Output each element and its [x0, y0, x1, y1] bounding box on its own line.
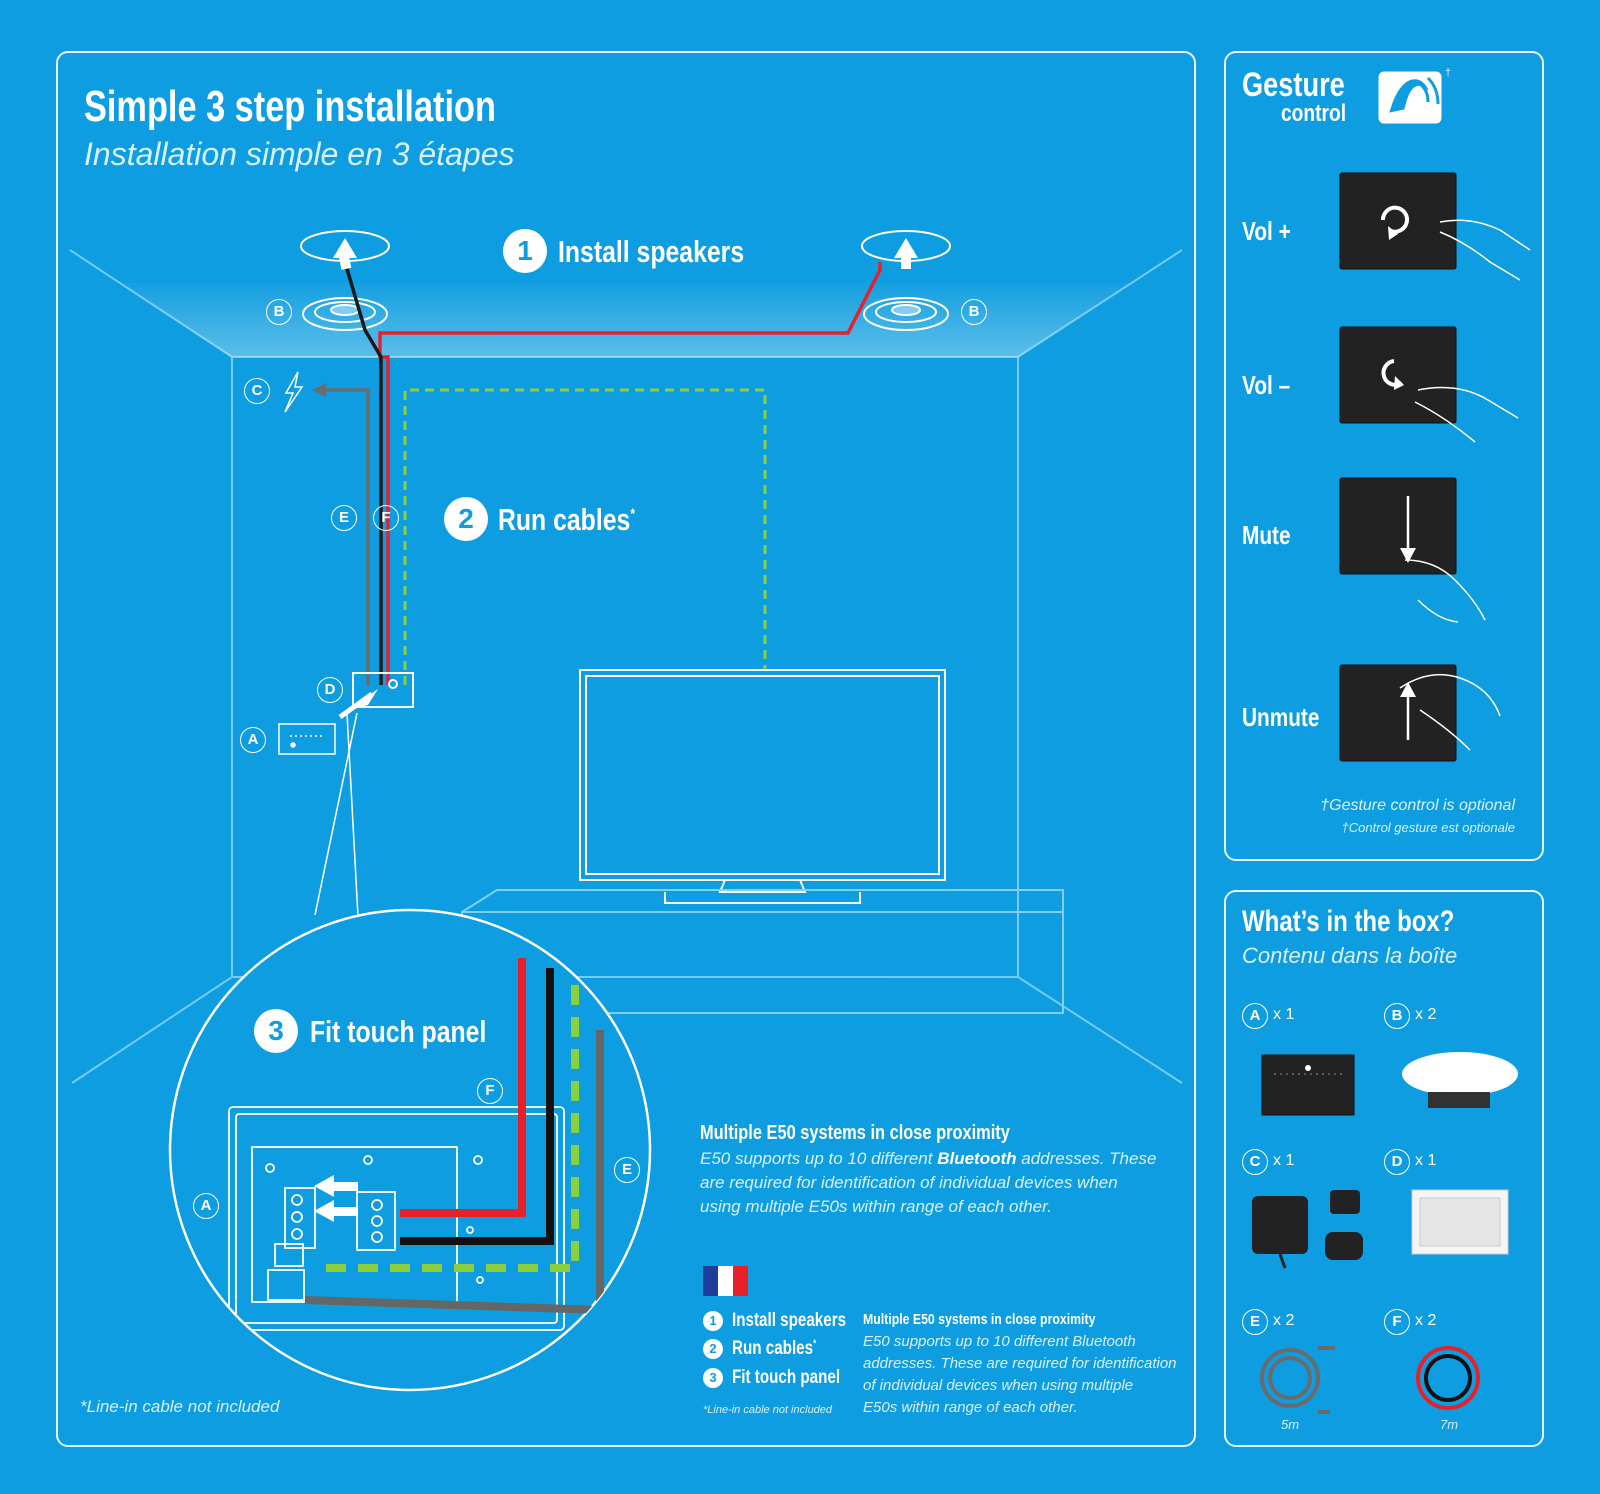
fr-proximity-line: of individual devices when using multipl… [863, 1377, 1134, 1394]
step-label: Run cables* [498, 502, 635, 538]
box-qty: x 2 [1273, 1312, 1295, 1329]
fr-proximity-line: addresses. These are required for identi… [863, 1355, 1177, 1372]
fr-step-number: 1 [703, 1311, 723, 1331]
fr-footnote: *Line-in cable not included [703, 1404, 833, 1416]
marker-a: A [240, 727, 266, 753]
step-label-text: Run cables [498, 502, 631, 537]
box-letter: C [1242, 1149, 1268, 1175]
box-item-touch-panel [1261, 1054, 1355, 1116]
gesture-label-mute: Mute [1242, 520, 1291, 550]
backbox-d [352, 672, 414, 708]
step-number: 2 [444, 497, 488, 541]
box-item-cable-f [1416, 1346, 1480, 1410]
box-qty: x 2 [1415, 1312, 1437, 1329]
fr-step-number: 2 [703, 1339, 723, 1359]
grey-cable-arrow [312, 383, 326, 397]
marker-b-right: B [961, 299, 987, 325]
arrow-up-icon [333, 238, 357, 270]
gesture-label-unmute: Unmute [1242, 702, 1320, 732]
gesture-device-volup [1339, 172, 1531, 281]
fr-step-label: Install speakers [732, 1310, 847, 1331]
marker-f: F [373, 505, 399, 531]
box-letter: A [1242, 1003, 1268, 1029]
footnote-mark: * [630, 505, 635, 523]
box-qty: x 2 [1415, 1006, 1437, 1023]
tv [579, 669, 946, 904]
box-qty: x 1 [1273, 1152, 1295, 1169]
gesture-panel [1224, 51, 1544, 861]
fr-step-text: Run cables [732, 1338, 814, 1359]
footnote-mark: * [813, 1338, 817, 1350]
gesture-note: †Gesture control is optional [1320, 797, 1515, 814]
box-length: 7m [1440, 1417, 1459, 1432]
gesture-mark: † [1445, 67, 1452, 79]
gesture-label-volup: Vol + [1242, 216, 1291, 246]
zoom-green-cable [315, 985, 579, 1272]
fr-step-number: 3 [703, 1368, 723, 1388]
box-letter: E [1242, 1309, 1268, 1335]
box-length: 5m [1281, 1417, 1300, 1432]
marker-e: E [331, 505, 357, 531]
box-qty: x 1 [1415, 1152, 1437, 1169]
touch-panel-small [278, 723, 336, 755]
connector-arrows [314, 1175, 358, 1222]
box-item-backbox [1411, 1189, 1509, 1255]
proximity-line: using multiple E50s within range of each… [700, 1197, 1052, 1216]
zoom-black-cable [400, 968, 554, 1245]
fr-step-label: Fit touch panel [732, 1367, 841, 1388]
box-item-cable-e [1260, 1346, 1335, 1414]
installation-panel [56, 51, 1196, 1447]
footnote: *Line-in cable not included [80, 1397, 280, 1416]
box-qty: x 1 [1273, 1006, 1295, 1023]
grey-cable-route [325, 388, 370, 685]
box-panel [1224, 890, 1544, 1447]
proximity-line: E50 supports up to 10 different Bluetoot… [700, 1149, 1156, 1169]
box-letter: F [1384, 1309, 1410, 1335]
bluetooth-text: Bluetooth [937, 1149, 1017, 1168]
gesture-title: Gesture [1242, 66, 1345, 104]
step-label: Install speakers [558, 234, 745, 269]
marker-d: D [317, 677, 343, 703]
french-flag-icon [703, 1266, 748, 1296]
box-item-speaker [1402, 1052, 1518, 1108]
gesture-hand-icon [1377, 70, 1443, 125]
page-subtitle: Installation simple en 3 étapes [84, 136, 515, 172]
fr-proximity-line: E50s within range of each other. [863, 1399, 1078, 1416]
pointer-arrow [338, 689, 378, 720]
gesture-device-voldown [1339, 326, 1519, 443]
proximity-text: addresses. These [1016, 1149, 1157, 1168]
gesture-note-fr: †Control gesture est optionale [1341, 820, 1515, 835]
step-number: 3 [254, 1009, 298, 1053]
room-outline [69, 249, 1183, 1084]
proximity-line: are required for identification of indiv… [700, 1173, 1118, 1192]
fr-proximity-title: Multiple E50 systems in close proximity [863, 1311, 1096, 1328]
gesture-device-unmute [1339, 664, 1501, 762]
red-cable-route [378, 262, 882, 685]
step-label: Fit touch panel [310, 1014, 487, 1049]
box-letter: B [1384, 1003, 1410, 1029]
gesture-device-mute [1339, 477, 1486, 623]
fr-step-label: Run cables* [732, 1338, 816, 1360]
marker-f-zoom: F [477, 1078, 503, 1104]
box-item-power-adapter [1252, 1190, 1363, 1269]
box-subtitle: Contenu dans la boîte [1242, 943, 1458, 968]
gesture-label-voldown: Vol – [1242, 370, 1291, 400]
power-bolt-icon [284, 371, 304, 413]
zoom-red-cable [400, 958, 526, 1217]
gesture-title-2: control [1281, 100, 1347, 127]
marker-a-zoom: A [193, 1193, 219, 1219]
fr-proximity-line: E50 supports up to 10 different Bluetoot… [863, 1333, 1136, 1350]
page-title: Simple 3 step installation [84, 82, 496, 131]
proximity-text: E50 supports up to 10 different [700, 1149, 938, 1168]
arrow-up-icon [894, 238, 918, 269]
box-letter: D [1384, 1149, 1410, 1175]
box-title: What’s in the box? [1242, 905, 1455, 938]
marker-b-left: B [266, 299, 292, 325]
marker-e-zoom: E [614, 1157, 640, 1183]
green-cable-route [403, 388, 767, 685]
proximity-title: Multiple E50 systems in close proximity [700, 1122, 1010, 1144]
marker-c: C [244, 378, 270, 404]
step-number: 1 [503, 229, 547, 273]
